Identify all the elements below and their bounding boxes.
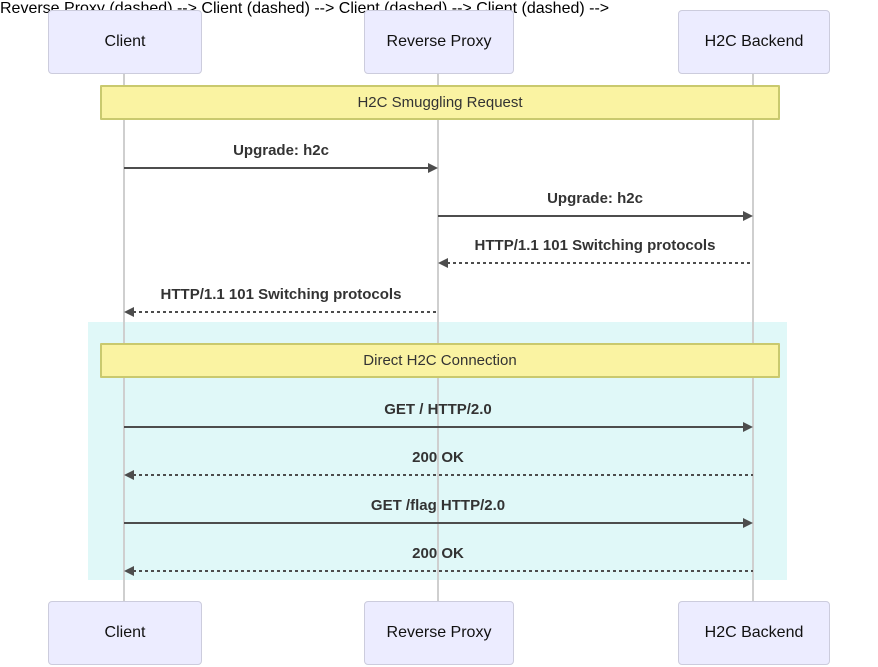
arrowhead-icon xyxy=(438,258,448,268)
banner-direct-h2c-connection: Direct H2C Connection xyxy=(100,343,780,378)
actor-label: Reverse Proxy xyxy=(386,624,492,641)
message-label: 200 OK xyxy=(412,545,464,562)
actor-box-reverse-proxy-bottom: Reverse Proxy xyxy=(364,601,514,665)
message-line xyxy=(438,215,745,217)
actor-box-h2c-backend-bottom: H2C Backend xyxy=(678,601,830,665)
actor-box-reverse-proxy-top: Reverse Proxy xyxy=(364,10,514,74)
message-label: HTTP/1.1 101 Switching protocols xyxy=(474,237,716,254)
actor-label: H2C Backend xyxy=(704,33,804,50)
banner-label: Direct H2C Connection xyxy=(363,352,517,369)
banner-label: H2C Smuggling Request xyxy=(357,94,523,111)
arrowhead-icon xyxy=(124,307,134,317)
message-label: Upgrade: h2c xyxy=(547,190,643,207)
banner-h2c-smuggling-request: H2C Smuggling Request xyxy=(100,85,780,120)
arrowhead-icon xyxy=(743,211,753,221)
actor-label: Reverse Proxy xyxy=(386,33,492,50)
message-line xyxy=(124,167,430,169)
actor-label: H2C Backend xyxy=(704,624,804,641)
actor-box-client-top: Client xyxy=(48,10,202,74)
arrowhead-icon xyxy=(124,470,134,480)
arrowhead-icon xyxy=(743,518,753,528)
lifeline-h2c-backend xyxy=(752,74,754,601)
message-label: GET /flag HTTP/2.0 xyxy=(370,497,506,514)
arrowhead-icon xyxy=(124,566,134,576)
message-label: Upgrade: h2c xyxy=(233,142,329,159)
actor-label: Client xyxy=(104,624,146,641)
message-label: GET / HTTP/2.0 xyxy=(384,401,492,418)
message-label: HTTP/1.1 101 Switching protocols xyxy=(160,286,402,303)
message-line xyxy=(124,426,745,428)
lifeline-reverse-proxy xyxy=(437,74,439,601)
actor-label: Client xyxy=(104,33,146,50)
message-line xyxy=(133,570,753,572)
lifeline-client xyxy=(123,74,125,601)
actor-box-h2c-backend-top: H2C Backend xyxy=(678,10,830,74)
arrowhead-icon xyxy=(743,422,753,432)
message-line xyxy=(124,522,745,524)
arrowhead-icon xyxy=(428,163,438,173)
message-line xyxy=(133,311,438,313)
message-label: 200 OK xyxy=(412,449,464,466)
message-line xyxy=(133,474,753,476)
actor-box-client-bottom: Client xyxy=(48,601,202,665)
message-line xyxy=(447,262,753,264)
